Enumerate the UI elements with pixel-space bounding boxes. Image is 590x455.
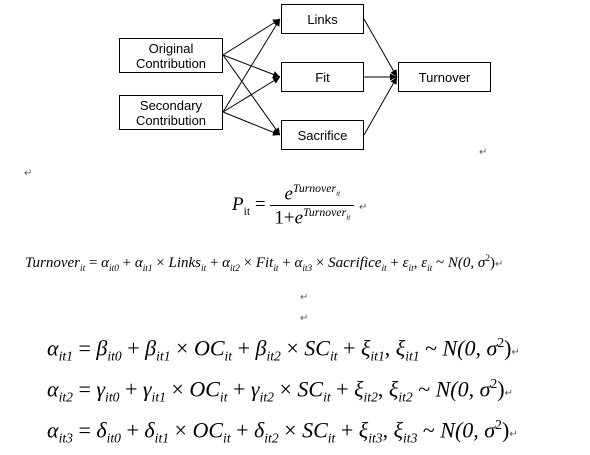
return-mark: ↵	[300, 292, 309, 303]
return-mark: ↵	[511, 347, 520, 359]
return-mark: ↵	[24, 168, 33, 179]
return-mark: ↵	[504, 388, 513, 400]
original-contribution-box: Original Contribution	[119, 38, 223, 73]
prob-numerator: eTurnoverit	[270, 182, 355, 207]
return-mark: ↵	[359, 202, 368, 214]
arrow-links-to-turnover	[363, 18, 398, 78]
return-mark: ↵	[509, 429, 518, 441]
original-contribution-label: Original Contribution	[135, 40, 207, 71]
sacrifice-box: Sacrifice	[281, 120, 364, 150]
arrow-original-to-links	[222, 18, 281, 56]
return-mark: ↵	[300, 313, 309, 324]
sacrifice-label: Sacrifice	[297, 127, 348, 143]
return-mark: ↵	[479, 147, 488, 158]
fit-label: Fit	[315, 69, 330, 85]
arrow-secondary-to-fit	[222, 76, 281, 113]
alpha3-equation: αit3 = δit0 + δit1 × OCit + δit2 × SCit …	[47, 417, 518, 446]
turnover-box: Turnover	[398, 62, 491, 92]
secondary-contribution-label: Secondary Contribution	[135, 97, 207, 128]
probability-equation: Pit = eTurnoverit 1+eTurnoverit ↵	[232, 182, 368, 230]
alpha2-equation: αit2 = γit0 + γit1 × OCit + γit2 × SCit …	[47, 376, 513, 405]
turnover-equation: Turnoverit = αit0 + αit1 × Linksit + αit…	[25, 254, 504, 274]
prob-fraction: eTurnoverit 1+eTurnoverit	[270, 182, 355, 230]
links-box: Links	[281, 4, 364, 34]
prob-denominator: 1+eTurnoverit	[274, 206, 351, 229]
arrow-secondary-to-sacrifice	[222, 111, 281, 136]
diagram-arrows	[222, 18, 398, 136]
links-label: Links	[307, 11, 338, 27]
fit-box: Fit	[281, 62, 364, 92]
arrow-secondary-to-links	[222, 18, 281, 113]
return-mark: ↵	[494, 259, 504, 270]
arrow-sacrifice-to-turnover	[363, 76, 398, 136]
turnover-label: Turnover	[418, 69, 471, 85]
secondary-contribution-box: Secondary Contribution	[119, 95, 223, 130]
prob-lhs-sub: it	[243, 204, 251, 218]
alpha1-equation: αit1 = βit0 + βit1 × OCit + βit2 × SCit …	[47, 335, 520, 364]
prob-lhs: P	[232, 194, 244, 216]
